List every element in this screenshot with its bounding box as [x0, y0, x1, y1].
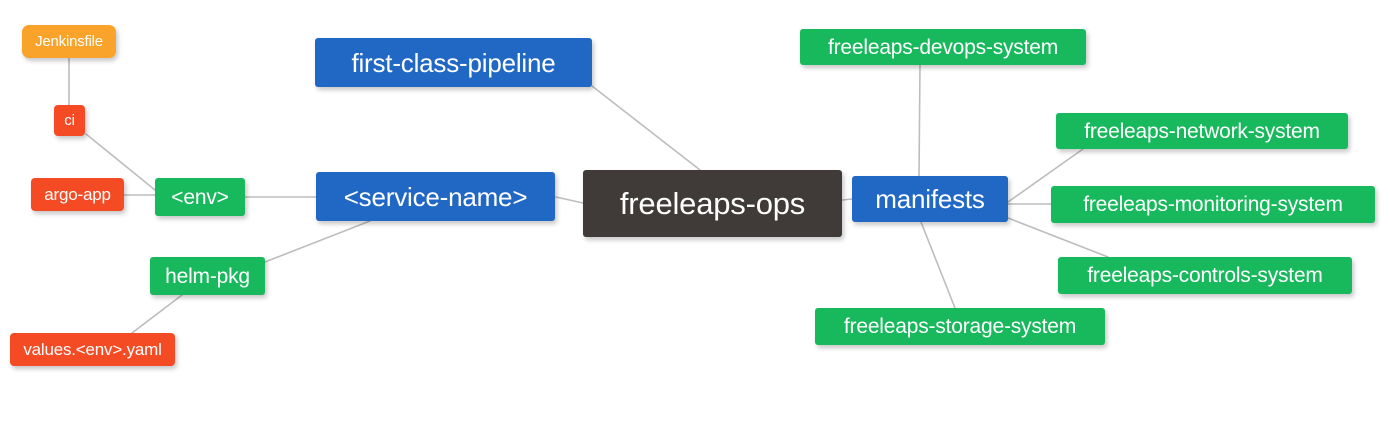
- node-freeleaps-devops-system[interactable]: freeleaps-devops-system: [800, 29, 1086, 65]
- node-root[interactable]: freeleaps-ops: [583, 170, 842, 237]
- edge-manifests-to-freeleaps-storage-system: [920, 221, 956, 309]
- node-jenkinsfile[interactable]: Jenkinsfile: [22, 25, 116, 58]
- node-label: freeleaps-network-system: [1084, 119, 1320, 143]
- node-freeleaps-storage-system[interactable]: freeleaps-storage-system: [815, 308, 1105, 345]
- node-label: argo-app: [44, 185, 111, 204]
- edge-root-to-service-name: [555, 196, 584, 204]
- edge-manifests-to-freeleaps-controls-system: [1007, 217, 1109, 258]
- node-label: manifests: [875, 184, 985, 214]
- edge-root-to-manifests: [841, 198, 853, 201]
- node-label: ci: [64, 112, 75, 129]
- node-values-env-yaml[interactable]: values.<env>.yaml: [10, 333, 175, 366]
- edge-helm-pkg-to-values-env-yaml: [131, 294, 183, 334]
- node-argo-app[interactable]: argo-app: [31, 178, 124, 211]
- node-label: helm-pkg: [165, 264, 250, 288]
- node-helm-pkg[interactable]: helm-pkg: [150, 257, 265, 295]
- node-label: Jenkinsfile: [35, 33, 103, 50]
- node-label: freeleaps-controls-system: [1087, 264, 1323, 287]
- edge-root-to-first-class-pipeline: [591, 85, 701, 171]
- node-label: <env>: [171, 185, 229, 209]
- node-first-class-pipeline[interactable]: first-class-pipeline: [315, 38, 592, 87]
- node-label: freeleaps-devops-system: [828, 35, 1058, 59]
- edge-manifests-to-freeleaps-devops-system: [918, 64, 921, 177]
- node-label: <service-name>: [343, 181, 528, 212]
- node-label: freeleaps-ops: [619, 186, 806, 221]
- node-ci[interactable]: ci: [54, 105, 85, 136]
- node-label: freeleaps-storage-system: [843, 315, 1077, 338]
- node-manifests[interactable]: manifests: [852, 176, 1008, 222]
- node-label: first-class-pipeline: [351, 47, 556, 78]
- node-label: values.<env>.yaml: [23, 340, 162, 359]
- edge-service-name-to-helm-pkg: [264, 220, 371, 263]
- node-label: freeleaps-monitoring-system: [1083, 193, 1343, 216]
- node-env[interactable]: <env>: [155, 178, 245, 216]
- node-service-name[interactable]: <service-name>: [316, 172, 555, 221]
- node-freeleaps-controls-system[interactable]: freeleaps-controls-system: [1058, 257, 1352, 294]
- node-freeleaps-network-system[interactable]: freeleaps-network-system: [1056, 113, 1348, 149]
- node-freeleaps-monitoring-system[interactable]: freeleaps-monitoring-system: [1051, 186, 1375, 223]
